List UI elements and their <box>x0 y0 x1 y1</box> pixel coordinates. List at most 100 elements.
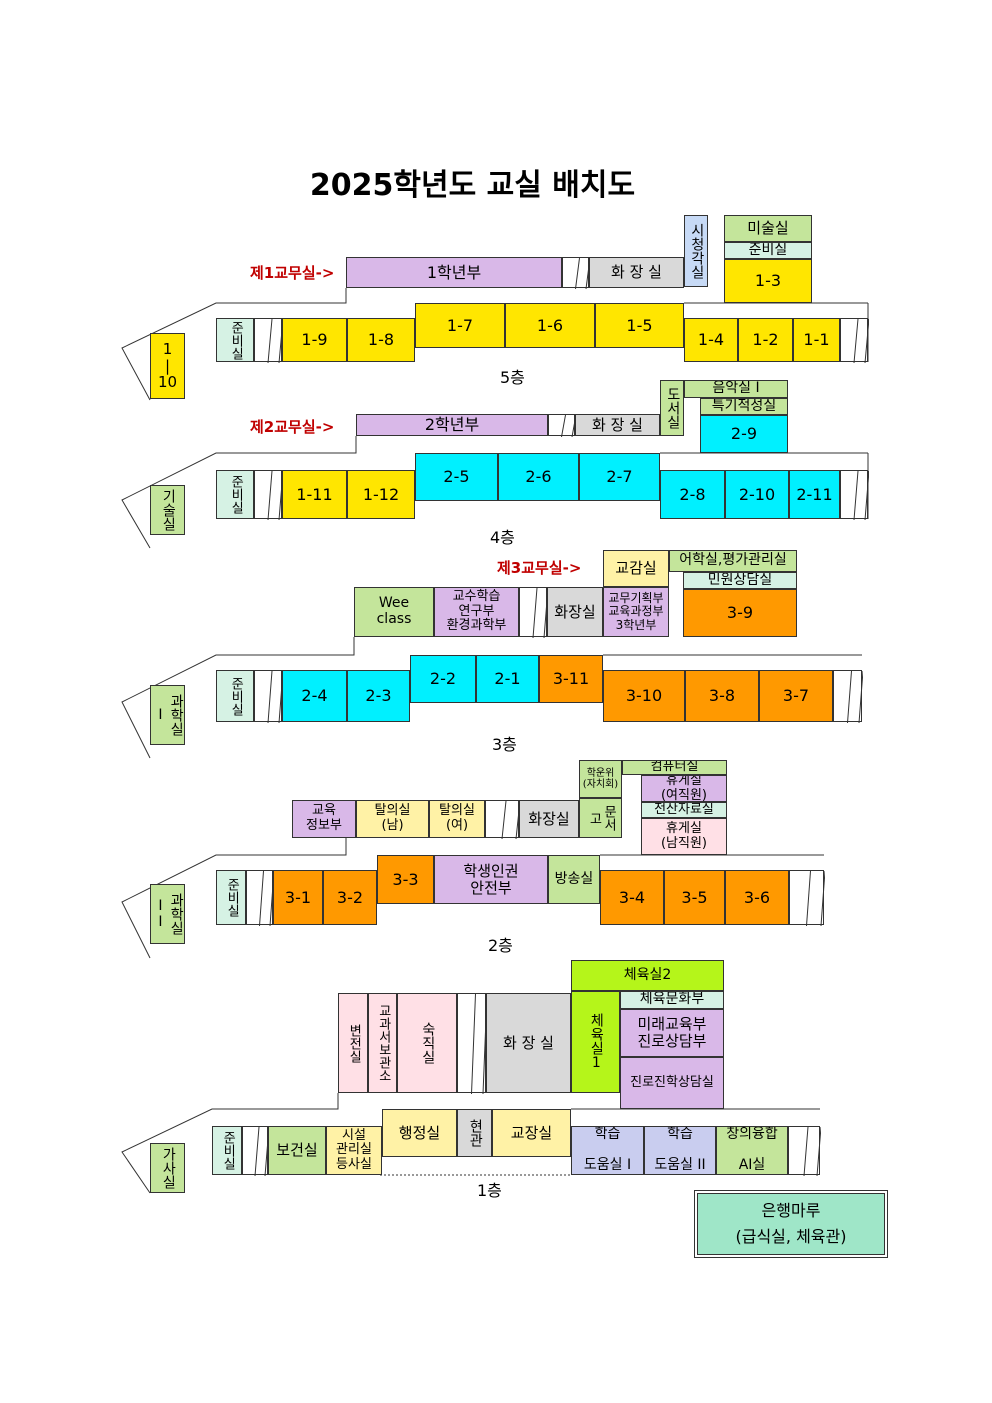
room-f3-teach: 교수학습 연구부 환경과학부 <box>434 587 519 637</box>
floor-label-f4: 4층 <box>490 528 515 547</box>
room-f2-junbi: 준비실 <box>216 870 246 925</box>
room-f5-misul: 미술실 <box>724 215 812 242</box>
room-f2-council: 학운위 (자치회) <box>579 760 622 798</box>
room-f1-textbook: 교과서보관소 <box>368 993 397 1093</box>
room-f3-r2-4: 2-4 <box>282 670 347 722</box>
room-f4-music: 음악실 I <box>684 380 788 398</box>
stairs-block <box>519 587 548 638</box>
room-f3-toilet: 화장실 <box>547 587 603 637</box>
stairs-block <box>246 870 274 926</box>
stairs-block <box>548 414 576 437</box>
room-f5-r1-10: 1 | 10 <box>150 333 185 399</box>
room-f4-r1-11: 1-11 <box>282 470 347 519</box>
room-f1-toilet-change: 변전실 <box>338 993 368 1093</box>
stairs-block <box>254 470 283 520</box>
room-f2-r3-2: 3-2 <box>323 870 377 925</box>
floor-label-f2: 2층 <box>488 936 513 955</box>
room-f1-night: 숙직실 <box>397 993 457 1093</box>
room-f2-r3-1: 3-1 <box>273 870 323 925</box>
staff-room-arrow-f5: 제1교무실-> <box>250 264 335 282</box>
room-f5-r1-9: 1-9 <box>282 318 347 362</box>
room-f3-r3-8: 3-8 <box>685 670 759 722</box>
annex-cafeteria-gym: 은행마루 (급식실, 체육관) <box>694 1190 888 1258</box>
room-f3-vice: 교감실 <box>603 550 669 587</box>
stairs-block <box>788 1126 821 1176</box>
room-f3-r2-3: 2-3 <box>347 670 410 722</box>
room-f4-tech: 기술실 <box>150 485 185 535</box>
staff-room-arrow-f4: 제2교무실-> <box>250 418 335 436</box>
room-f4-r2-10: 2-10 <box>725 470 789 519</box>
room-f3-r3-9: 3-9 <box>683 589 797 637</box>
page-title: 2025학년도 교실 배치도 <box>309 168 636 203</box>
stairs-block <box>457 993 487 1094</box>
room-f4-r2-5: 2-5 <box>415 453 498 501</box>
room-f2-data: 전산자료실 <box>641 802 727 818</box>
room-f4-r1-12: 1-12 <box>347 470 415 519</box>
room-f5-r1-8: 1-8 <box>347 318 415 362</box>
room-f1-gym1: 체육실1 <box>571 991 620 1093</box>
stairs-block <box>840 318 869 363</box>
room-f5-junbi: 준비실 <box>216 318 254 362</box>
room-f1-facility: 시설 관리실 등사실 <box>326 1126 382 1175</box>
room-f2-dress-m: 탈의실 (남) <box>356 800 429 838</box>
room-f5-r1-2: 1-2 <box>738 318 793 362</box>
room-f2-edu-info: 교육 정보부 <box>292 800 356 838</box>
room-f4-special: 특기적성실 <box>700 398 788 415</box>
room-f2-rest-m: 휴게실 (남직원) <box>641 818 727 855</box>
room-f5-r1-4: 1-4 <box>684 318 738 362</box>
room-f3-r3-7: 3-7 <box>759 670 833 722</box>
room-f4-library: 도서실 <box>660 380 684 436</box>
room-f2-r3-5: 3-5 <box>664 870 725 925</box>
room-f3-r2-2: 2-2 <box>410 655 476 703</box>
stairs-block <box>833 670 863 723</box>
room-f4-r2-11: 2-11 <box>789 470 840 519</box>
room-f5-sicheong: 시청각실 <box>684 215 708 287</box>
room-f5-junbi-misul: 준비실 <box>724 242 812 259</box>
room-f1-health: 보건실 <box>268 1126 326 1175</box>
floor-label-f5: 5층 <box>500 368 525 387</box>
floor-label-f3: 3층 <box>492 735 517 754</box>
room-f4-junbi: 준비실 <box>216 470 254 519</box>
floor-label-f1: 1층 <box>477 1181 502 1200</box>
room-f1-help1: 학습 도움실 I <box>571 1126 644 1175</box>
stairs-block <box>485 800 520 839</box>
room-f2-rights: 학생인권 안전부 <box>434 855 548 904</box>
room-f5-r1-6: 1-6 <box>505 303 595 348</box>
stairs-block <box>254 318 283 363</box>
staff-room-arrow-f3: 제3교무실-> <box>497 559 582 577</box>
room-f2-computer: 컴퓨터실 <box>622 760 727 775</box>
room-f1-junbi: 준비실 <box>212 1126 242 1175</box>
room-f4-grade2: 2학년부 <box>356 414 548 436</box>
room-f2-sci2: 과학실 II <box>150 884 185 944</box>
room-f2-r3-3: 3-3 <box>377 855 434 904</box>
room-f2-r3-4: 3-4 <box>600 870 664 925</box>
stairs-block <box>562 257 590 289</box>
room-f3-lang: 어학실,평가관리실 <box>669 550 797 572</box>
room-f3-civil: 민원상담실 <box>683 572 797 589</box>
room-f2-dress-f: 탈의실 (여) <box>429 800 485 838</box>
room-f5-r1-3: 1-3 <box>724 259 812 303</box>
room-f1-admin: 행정실 <box>382 1109 457 1157</box>
room-f5-toilet: 화 장 실 <box>589 257 684 288</box>
room-f5-r1-1: 1-1 <box>793 318 840 362</box>
room-f1-gym-culture: 체육문화부 <box>620 991 724 1009</box>
room-f4-r2-7: 2-7 <box>579 453 660 501</box>
room-f4-r2-8: 2-8 <box>660 470 725 519</box>
room-f1-entrance: 현관 <box>457 1109 492 1157</box>
room-f1-home: 가사실 <box>150 1143 185 1193</box>
room-f1-principal: 교장실 <box>492 1109 571 1157</box>
room-f3-sci1: 과학실 I <box>150 685 185 745</box>
stairs-block <box>789 870 825 926</box>
stairs-block <box>254 670 283 723</box>
stairs-block <box>242 1126 269 1176</box>
room-f3-junbi: 준비실 <box>216 670 254 722</box>
room-f5-r1-7: 1-7 <box>415 303 505 348</box>
stairs-block <box>840 470 869 520</box>
room-f5-r1-5: 1-5 <box>595 303 684 348</box>
room-f4-r2-6: 2-6 <box>498 453 579 501</box>
room-f3-plan: 교무기획부 교육과정부 3학년부 <box>603 587 669 637</box>
room-f5-grade1: 1학년부 <box>346 257 562 288</box>
room-f1-career: 진로진학상담실 <box>620 1057 724 1109</box>
room-f1-toilet: 화 장 실 <box>486 993 571 1093</box>
room-f2-rest-f: 휴게실 (여직원) <box>641 775 727 802</box>
